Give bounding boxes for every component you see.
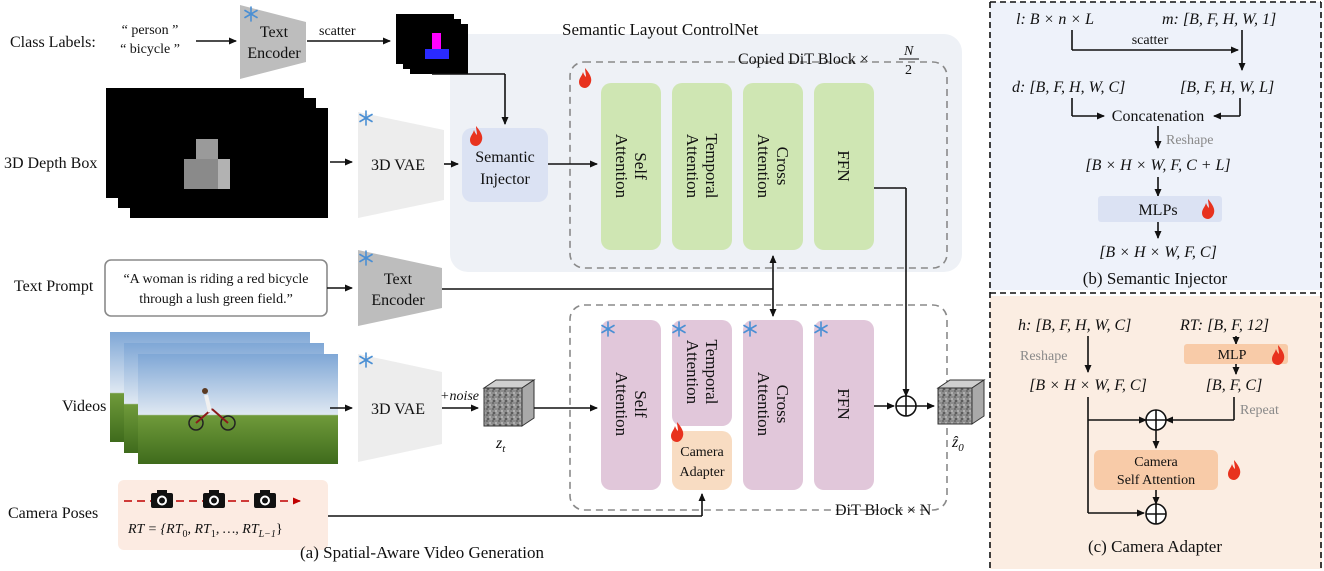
z0-label: ẑ0 bbox=[951, 434, 964, 454]
copied-dit-box bbox=[569, 61, 948, 269]
b-scattered-shape: [B, F, H, W, L] bbox=[1180, 79, 1274, 96]
text-encoder-1-label-2: Encoder bbox=[247, 45, 301, 62]
camera-adapter-label-2: Adapter bbox=[679, 465, 724, 480]
c-rt-out: [B, F, C] bbox=[1206, 377, 1263, 394]
videos-label: Videos bbox=[62, 398, 106, 415]
prompt-line-1: “A woman is riding a red bicycle bbox=[123, 272, 308, 287]
b-concat: Concatenation bbox=[1112, 108, 1204, 125]
b-l-shape: l: B × n × L bbox=[1016, 11, 1094, 28]
copied-self-attention-block bbox=[601, 83, 661, 250]
c-h-reshaped: [B × H × W, F, C] bbox=[1029, 377, 1147, 394]
mask-person bbox=[432, 33, 441, 55]
rt-formula: RT = {RT0, RT1, …, RTL−1} bbox=[127, 522, 283, 540]
video-frame bbox=[138, 354, 338, 464]
text-prompt-label: Text Prompt bbox=[14, 278, 94, 295]
c-add-operator-1 bbox=[1145, 409, 1167, 431]
output-cube-z0 bbox=[936, 379, 986, 425]
dit-self-attention-block bbox=[601, 320, 661, 490]
c-mlp: MLP bbox=[1218, 348, 1247, 363]
c-add-operator-2 bbox=[1145, 503, 1167, 525]
dit-self-attention-label: SelfAttention bbox=[612, 372, 650, 437]
dit-temporal-attention-label: TemporalAttention bbox=[683, 340, 721, 405]
cyclist-figure bbox=[188, 388, 236, 431]
c-reshape: Reshape bbox=[1020, 349, 1067, 364]
class-bicycle: “ bicycle ” bbox=[120, 42, 180, 57]
vae-1 bbox=[358, 112, 444, 218]
dit-ffn-label: FFN bbox=[834, 388, 853, 419]
copied-cross-attention-label: CrossAttention bbox=[754, 134, 792, 199]
vae-2-label: 3D VAE bbox=[371, 401, 425, 418]
class-person: “ person ” bbox=[122, 23, 179, 38]
c-cam-attn-1: Camera bbox=[1134, 455, 1178, 470]
copied-cross-attention-block bbox=[743, 83, 803, 250]
noise-label: +noise bbox=[440, 389, 479, 404]
n-over-2-num: N bbox=[903, 44, 914, 59]
vae-1-label: 3D VAE bbox=[371, 157, 425, 174]
copied-ffn-block bbox=[814, 83, 874, 250]
copied-dit-label: Copied DiT Block × bbox=[738, 51, 869, 68]
b-caption: (b) Semantic Injector bbox=[1083, 269, 1228, 288]
zt-label: zt bbox=[495, 435, 506, 455]
b-d-shape: d: [B, F, H, W, C] bbox=[1012, 79, 1125, 96]
b-mlps-block bbox=[1098, 196, 1222, 222]
b-mlps: MLPs bbox=[1138, 202, 1177, 219]
b-scatter: scatter bbox=[1132, 33, 1169, 48]
semantic-injector-block bbox=[462, 128, 548, 202]
camera-poses-label: Camera Poses bbox=[8, 505, 98, 522]
dit-temporal-attention-block bbox=[672, 320, 732, 426]
c-mlp-block bbox=[1184, 344, 1288, 364]
dit-block-label: DiT Block × N bbox=[835, 502, 932, 519]
mask-bicycle bbox=[425, 49, 449, 59]
text-encoder-1-label-1: Text bbox=[260, 24, 289, 41]
add-operator bbox=[895, 395, 917, 417]
scatter-label: scatter bbox=[319, 24, 356, 39]
copied-temporal-attention-label: TemporalAttention bbox=[683, 134, 721, 199]
copied-ffn-label: FFN bbox=[834, 150, 853, 181]
camera-adapter-label-1: Camera bbox=[680, 445, 724, 460]
class-labels-label: Class Labels: bbox=[10, 34, 96, 51]
injector-label-2: Injector bbox=[480, 171, 530, 188]
dit-ffn-block bbox=[814, 320, 874, 490]
b-reshape: Reshape bbox=[1166, 133, 1213, 148]
vae-2 bbox=[358, 354, 442, 462]
n-over-2-den: 2 bbox=[905, 63, 912, 78]
text-encoder-1 bbox=[240, 5, 306, 79]
b-output: [B × H × W, F, C] bbox=[1099, 244, 1217, 261]
c-h-shape: h: [B, F, H, W, C] bbox=[1018, 317, 1131, 334]
text-encoder-2-label-1: Text bbox=[384, 271, 413, 288]
copied-self-attention-label: SelfAttention bbox=[612, 134, 650, 199]
prompt-line-2: through a lush green field.” bbox=[139, 292, 293, 307]
text-encoder-2 bbox=[358, 250, 442, 326]
camera-poses-box bbox=[118, 480, 328, 550]
caption-a: (a) Spatial-Aware Video Generation bbox=[300, 543, 544, 562]
prompt-box bbox=[104, 259, 328, 317]
dit-cross-attention-label: CrossAttention bbox=[754, 372, 792, 437]
c-rt-shape: RT: [B, F, 12] bbox=[1179, 317, 1269, 334]
text-encoder-2-label-2: Encoder bbox=[371, 292, 425, 309]
depth-box-person bbox=[196, 139, 218, 159]
c-cam-attn-2: Self Attention bbox=[1117, 473, 1195, 488]
b-reshaped: [B × H × W, F, C + L] bbox=[1085, 157, 1230, 174]
depth-box-label: 3D Depth Box bbox=[4, 155, 97, 172]
c-camera-self-attention-block bbox=[1094, 450, 1218, 490]
injector-label-1: Semantic bbox=[475, 149, 535, 166]
b-m-shape: m: [B, F, H, W, 1] bbox=[1162, 11, 1276, 28]
copied-temporal-attention-block bbox=[672, 83, 732, 250]
depth-box-side bbox=[218, 159, 230, 189]
c-repeat: Repeat bbox=[1240, 403, 1279, 418]
c-caption: (c) Camera Adapter bbox=[1088, 537, 1222, 556]
camera-adapter-block bbox=[672, 431, 732, 490]
dit-cross-attention-block bbox=[743, 320, 803, 490]
latent-cube-zt bbox=[482, 379, 536, 427]
controlnet-title: Semantic Layout ControlNet bbox=[562, 20, 759, 39]
